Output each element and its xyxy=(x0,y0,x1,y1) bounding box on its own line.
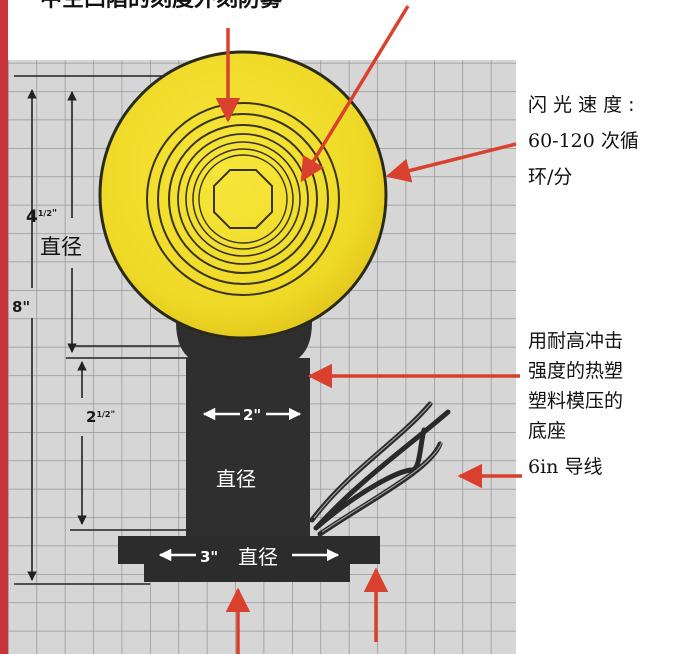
flash-rate-line-2: 60-120 次循 xyxy=(528,130,639,152)
post-height-dimension xyxy=(70,345,190,531)
post-width-value: 2" xyxy=(243,406,261,424)
total-height-value: 8" xyxy=(12,298,30,316)
base-foot xyxy=(144,564,350,582)
yellow-lens xyxy=(98,50,388,340)
base-post xyxy=(186,358,310,536)
post-diameter-label: 直径 xyxy=(216,467,256,491)
post-height-value: 21/2" xyxy=(86,408,115,426)
left-red-bar xyxy=(0,0,8,654)
base-width-value: 3" xyxy=(200,548,218,566)
lens-diameter-dimension xyxy=(66,91,190,359)
flash-rate-line-3: 环/分 xyxy=(528,166,573,188)
leads-label: 6in 导线 xyxy=(528,456,603,478)
base-material-line-2: 强度的热塑 xyxy=(528,360,624,382)
arrow-lens-edge xyxy=(385,142,517,183)
base-material-line-4: 底座 xyxy=(528,420,567,442)
base-material-line-1: 用耐高冲击 xyxy=(528,330,624,352)
lens-octagon xyxy=(213,169,273,229)
lens-diameter-value: 41/2" xyxy=(26,207,57,227)
base-diameter-label: 直径 xyxy=(238,545,278,569)
lens-diameter-label: 直径 xyxy=(40,235,82,259)
callout-arrows xyxy=(215,5,522,654)
arrow-lens-center xyxy=(300,5,410,183)
flash-rate-line-1: 闪 光 速 度 : xyxy=(528,94,635,116)
top-caption: 中空凹陷的刻度外刻防雾 xyxy=(40,0,282,15)
base-material-line-3: 塑料模压的 xyxy=(528,390,624,412)
